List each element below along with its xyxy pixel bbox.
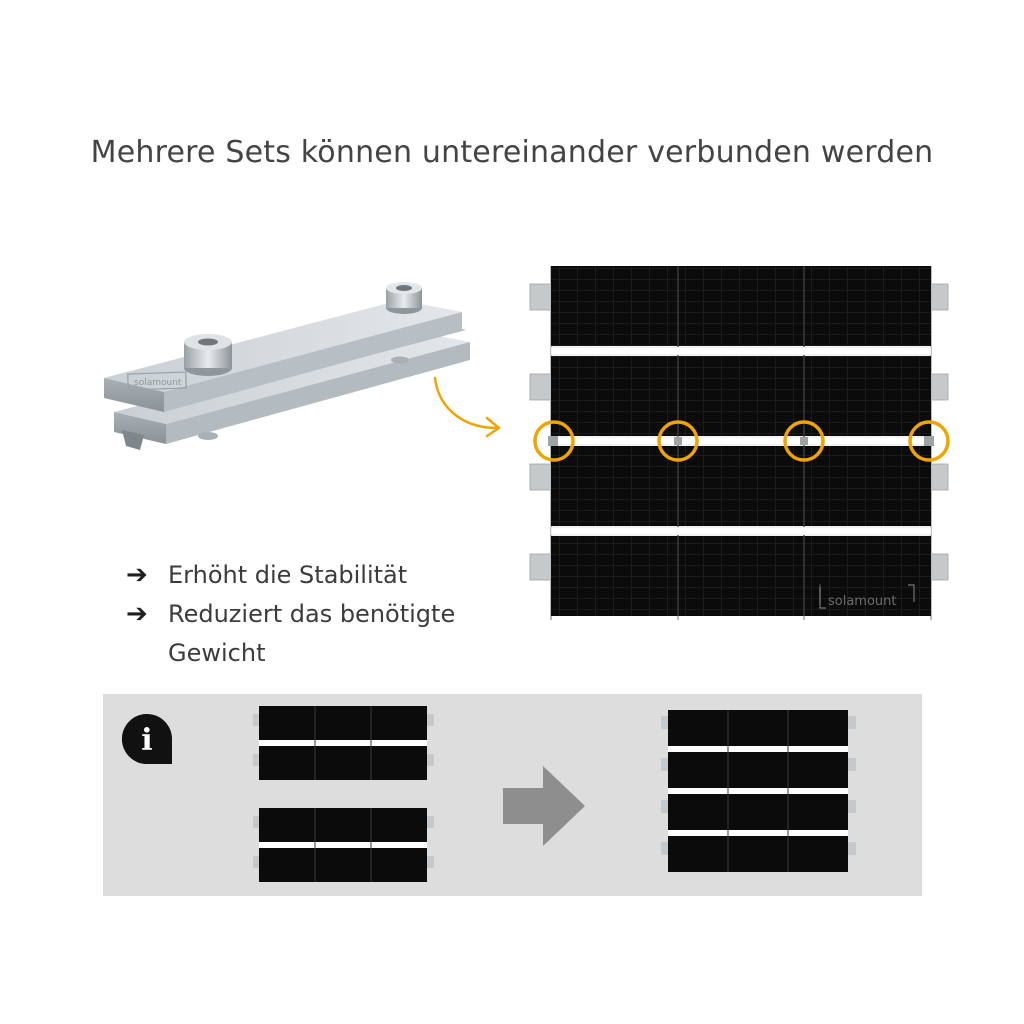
panel-set-after bbox=[661, 710, 856, 872]
panel-set-before-2 bbox=[253, 808, 434, 882]
transition-arrow-icon bbox=[503, 766, 585, 846]
array-brand: solamount bbox=[828, 594, 897, 609]
connector-clamp-illustration: solamount bbox=[104, 282, 470, 450]
arrow-right-icon: ➔ bbox=[126, 560, 148, 590]
curved-arrow-icon bbox=[433, 376, 501, 438]
connector-highlight-4 bbox=[908, 420, 950, 462]
page-title: Mehrere Sets können untereinander verbun… bbox=[90, 135, 934, 170]
benefit-item: ➔ Reduziert das benötigte Gewicht bbox=[126, 595, 506, 673]
benefits-list: ➔ Erhöht die Stabilität ➔ Reduziert das … bbox=[126, 556, 506, 673]
arrow-right-icon: ➔ bbox=[126, 599, 148, 629]
benefit-text: Reduziert das benötigte Gewicht bbox=[168, 600, 456, 667]
info-panel: i bbox=[103, 694, 922, 896]
panel-row-4 bbox=[551, 536, 931, 616]
info-icon: i bbox=[122, 714, 172, 764]
connector-highlight-2 bbox=[657, 420, 699, 462]
connector-highlight-3 bbox=[783, 420, 825, 462]
panel-row-3 bbox=[551, 446, 931, 526]
benefit-text: Erhöht die Stabilität bbox=[168, 561, 408, 589]
connector-highlight-1 bbox=[533, 420, 575, 462]
solar-panel-array: solamount bbox=[529, 266, 950, 620]
panel-row-1 bbox=[551, 266, 931, 346]
panel-row-2 bbox=[551, 356, 931, 436]
panel-set-before-1 bbox=[253, 706, 434, 780]
benefit-item: ➔ Erhöht die Stabilität bbox=[126, 556, 506, 595]
svg-text:i: i bbox=[141, 723, 152, 758]
clamp-brand: solamount bbox=[134, 378, 182, 388]
